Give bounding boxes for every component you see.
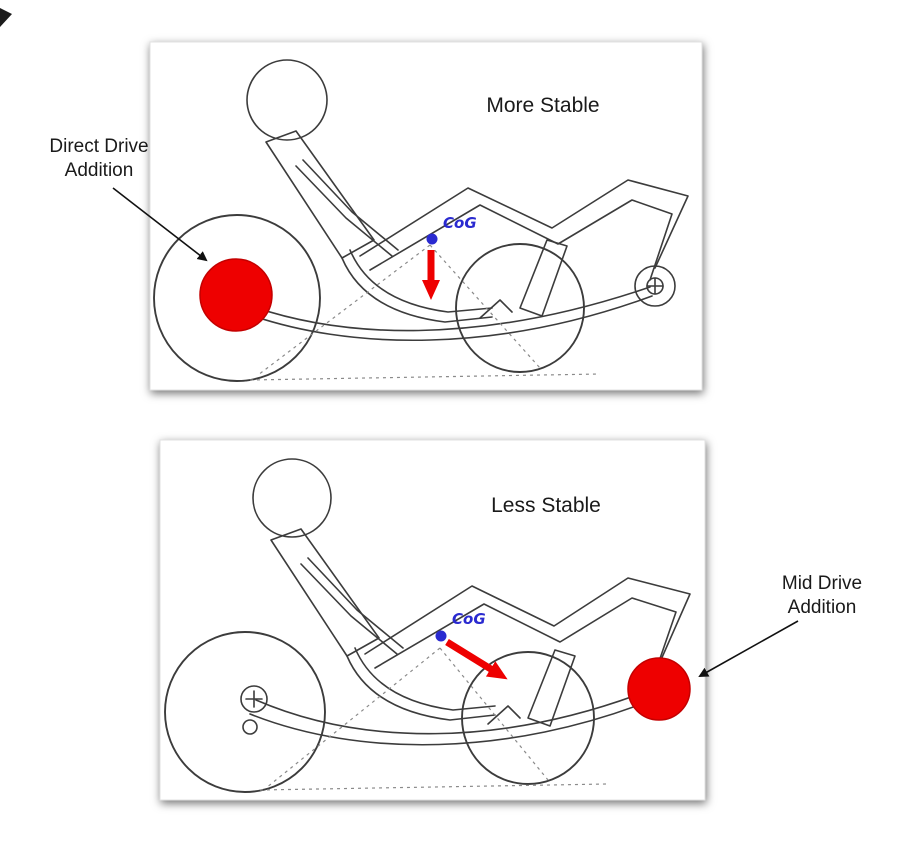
rider-arm xyxy=(307,557,404,649)
rider-arm-inner xyxy=(295,165,393,257)
top-stability-label: More Stable xyxy=(486,94,599,117)
cog-dot xyxy=(435,630,447,642)
cog-label: CoG xyxy=(452,610,486,628)
seat-pan-inner xyxy=(349,249,493,313)
dotted-line-rear xyxy=(265,647,441,789)
cog-label: CoG xyxy=(443,214,477,232)
bottom-panel xyxy=(159,439,706,801)
rider-leg-inner xyxy=(374,597,677,677)
rear-wheel xyxy=(164,631,326,793)
direct-drive-callout-line2: Addition xyxy=(65,160,134,181)
rider-leg-inner xyxy=(369,199,673,281)
crank-cross-icon xyxy=(646,277,664,295)
dotted-baseline xyxy=(249,373,601,381)
mid-drive-callout-line2: Addition xyxy=(788,597,857,618)
direct-drive-callout: Direct Drive Addition xyxy=(49,136,208,262)
front-fork xyxy=(519,239,568,317)
direct-drive-callout-arrow xyxy=(112,187,208,262)
rider-torso xyxy=(265,130,375,259)
rider-leg xyxy=(364,577,691,663)
direct-drive-motor xyxy=(199,258,273,332)
chain-line xyxy=(239,286,651,332)
front-fork xyxy=(527,649,576,727)
rear-wheel xyxy=(153,214,321,382)
rider-head xyxy=(252,458,332,538)
frame-line xyxy=(241,295,653,342)
rider-head xyxy=(246,59,328,141)
dotted-line-front xyxy=(439,647,549,781)
rider-torso xyxy=(270,528,380,657)
hub-pulley xyxy=(240,685,268,713)
idler-detail xyxy=(479,299,513,319)
rider-leg xyxy=(359,179,689,269)
chain-line xyxy=(255,689,651,735)
seat-pan xyxy=(341,257,493,323)
seat-pan xyxy=(346,655,496,721)
mid-drive-callout-arrow xyxy=(698,620,799,677)
top-figure: CoG More Stable xyxy=(149,41,703,391)
hub-cross-icon xyxy=(245,690,263,708)
frame-line xyxy=(249,699,653,746)
dotted-baseline xyxy=(259,783,609,791)
mid-drive-callout: Mid Drive Addition xyxy=(698,573,862,677)
mid-drive-motor xyxy=(627,657,691,721)
front-wheel xyxy=(455,243,585,373)
rider-arm-inner xyxy=(300,563,398,655)
rider-arm xyxy=(302,159,399,251)
seat-pan-inner xyxy=(354,647,496,711)
cog-arrow-forward xyxy=(445,639,508,680)
idler-detail xyxy=(487,705,521,725)
mid-drive-callout-line1: Mid Drive xyxy=(782,573,862,594)
direct-drive-callout-line1: Direct Drive xyxy=(49,136,148,157)
corner-artifact xyxy=(0,8,12,27)
hub-pulley-small xyxy=(242,719,258,735)
bottom-bike-line-art xyxy=(164,458,691,793)
cog-dot xyxy=(426,233,438,245)
top-bike-line-art xyxy=(153,59,689,382)
bottom-stability-label: Less Stable xyxy=(491,494,601,517)
bottom-figure: CoG Less Stable xyxy=(159,439,706,801)
dotted-line-rear xyxy=(257,244,431,376)
